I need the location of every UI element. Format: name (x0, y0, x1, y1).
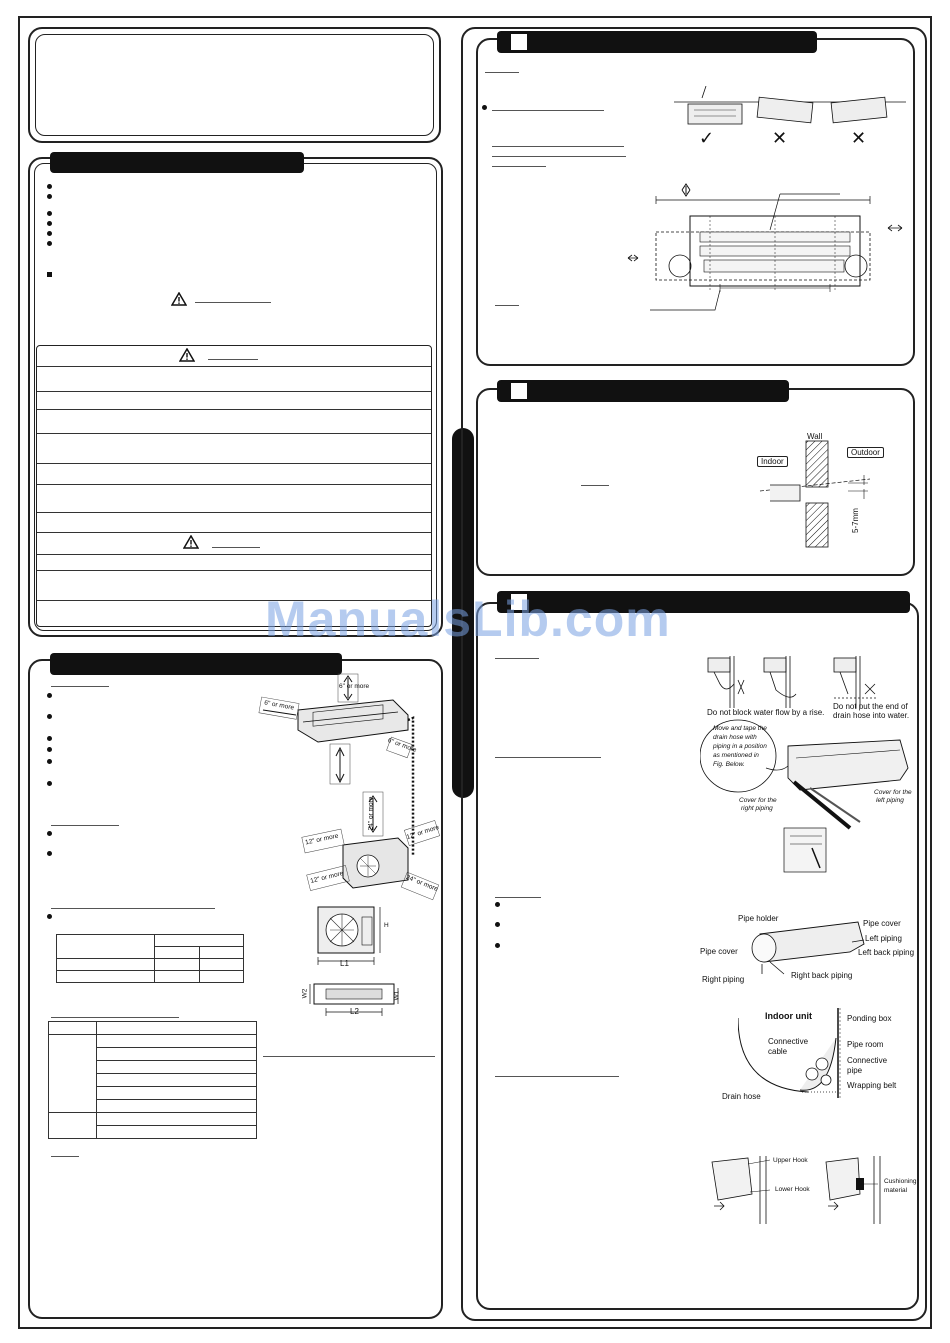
bullet (47, 184, 52, 189)
cover-right-label-1: Cover for the (739, 797, 777, 804)
location-section-header (50, 653, 342, 675)
right-column-frame (461, 27, 927, 1321)
section-number-box (510, 33, 528, 51)
outdoor-tag: Outdoor (847, 447, 884, 458)
bullet (47, 241, 52, 246)
bullet (47, 221, 52, 226)
dim-w1-label: W1 (393, 990, 401, 1001)
pipe-cover-top-label: Pipe cover (863, 919, 901, 928)
piping-note-line: drain hose with (713, 734, 757, 741)
dimensions-table (56, 934, 244, 983)
cushioning-label-1: Cushioning (884, 1178, 917, 1185)
left-piping-label: Left piping (865, 934, 902, 943)
indoor-unit-title: Indoor unit (765, 1011, 812, 1021)
watermark: ManualsLib.com (265, 591, 671, 647)
wrapping-belt-label: Wrapping belt (847, 1081, 897, 1090)
pipe-table (48, 1021, 257, 1139)
connective-pipe-label-1: Connective (847, 1056, 888, 1065)
indoor-tag: Indoor (757, 456, 788, 467)
bullet (47, 211, 52, 216)
clearance-outdoor-top-label: 24" or more (367, 796, 375, 831)
bullet (47, 231, 52, 236)
dim-w2-label: W2 (301, 988, 309, 999)
bullet (47, 194, 52, 199)
mount-plate-ng-icon: ✕ (851, 128, 867, 148)
wall-hole-diagram (759, 440, 871, 548)
ponding-box-label: Ponding box (847, 1014, 892, 1023)
indoor-unit-cross-section (738, 1008, 841, 1098)
clearance-top-label: 6" or more (339, 683, 370, 690)
piping-note-line: as mentioned in (713, 752, 759, 759)
mount-plate-header (497, 31, 817, 53)
drain-hose-label: Drain hose (722, 1092, 761, 1101)
right-back-piping-label: Right back piping (791, 971, 853, 980)
pipe-holder-label: Pipe holder (738, 914, 779, 923)
page-border (18, 16, 932, 1329)
lower-hook-label: Lower Hook (775, 1186, 810, 1193)
dim-h-label: H (384, 922, 389, 929)
drain-caption-left: Do not block water flow by a rise. (707, 708, 825, 717)
wall-label: Wall (807, 432, 823, 441)
upper-hook-label: Upper Hook (773, 1157, 808, 1164)
cover-left-label-1: Cover for the (874, 789, 912, 796)
piping-note-line: Move and tape the (713, 725, 767, 732)
warning-icon (171, 292, 187, 306)
warning-table (36, 345, 432, 627)
piping-note-line: piping in a position (713, 743, 767, 750)
mount-plate-level-diagram (674, 86, 906, 125)
piping-note-diagram (700, 719, 909, 873)
pipe-room-label: Pipe room (847, 1040, 884, 1049)
drain-caption-right-1: Do not put the end of (833, 702, 908, 711)
right-piping-label: Right piping (702, 975, 745, 984)
connective-cable-label-2: cable (768, 1047, 788, 1056)
cushioning-label-2: material (884, 1187, 908, 1194)
pipe-directions-diagram (751, 921, 865, 975)
drain-diagram (707, 656, 876, 708)
connective-pipe-label-2: pipe (847, 1066, 863, 1075)
indoor-dimension-drawing (309, 983, 399, 1016)
section-number-box (510, 593, 528, 611)
mount-plate-ok-icon: ✓ (699, 128, 715, 148)
hooks-diagram (711, 1156, 881, 1224)
cover-left-label-2: left piping (876, 797, 904, 804)
pipe-cover-left-label: Pipe cover (700, 947, 738, 956)
section-number-box (510, 382, 528, 400)
piping-header (497, 591, 910, 613)
wall-hole-header (497, 380, 789, 402)
left-back-piping-label: Left back piping (858, 948, 915, 957)
mount-plate-ng-icon: ✕ (772, 128, 788, 148)
piping-note-line: Fig. Below. (713, 761, 745, 768)
outdoor-dimension-drawing (317, 906, 381, 965)
connective-cable-label-1: Connective (768, 1037, 809, 1046)
square-bullet (47, 272, 52, 277)
safety-section-header (50, 152, 304, 173)
safety-section (28, 157, 443, 637)
clearance-diagram (258, 673, 441, 901)
hole-depth-label: 5-7mm (850, 508, 860, 533)
dim-l1-label: L1 (340, 959, 349, 968)
warning-icon (179, 348, 195, 362)
caution-icon (183, 535, 199, 549)
dim-l2-label: L2 (350, 1007, 359, 1016)
mount-plate-detail-diagram (627, 183, 903, 311)
drain-caption-right-2: drain hose into water. (833, 711, 910, 720)
sidebar-tab (452, 428, 474, 798)
cover-right-label-2: right piping (741, 805, 773, 812)
intro-box (28, 27, 441, 143)
